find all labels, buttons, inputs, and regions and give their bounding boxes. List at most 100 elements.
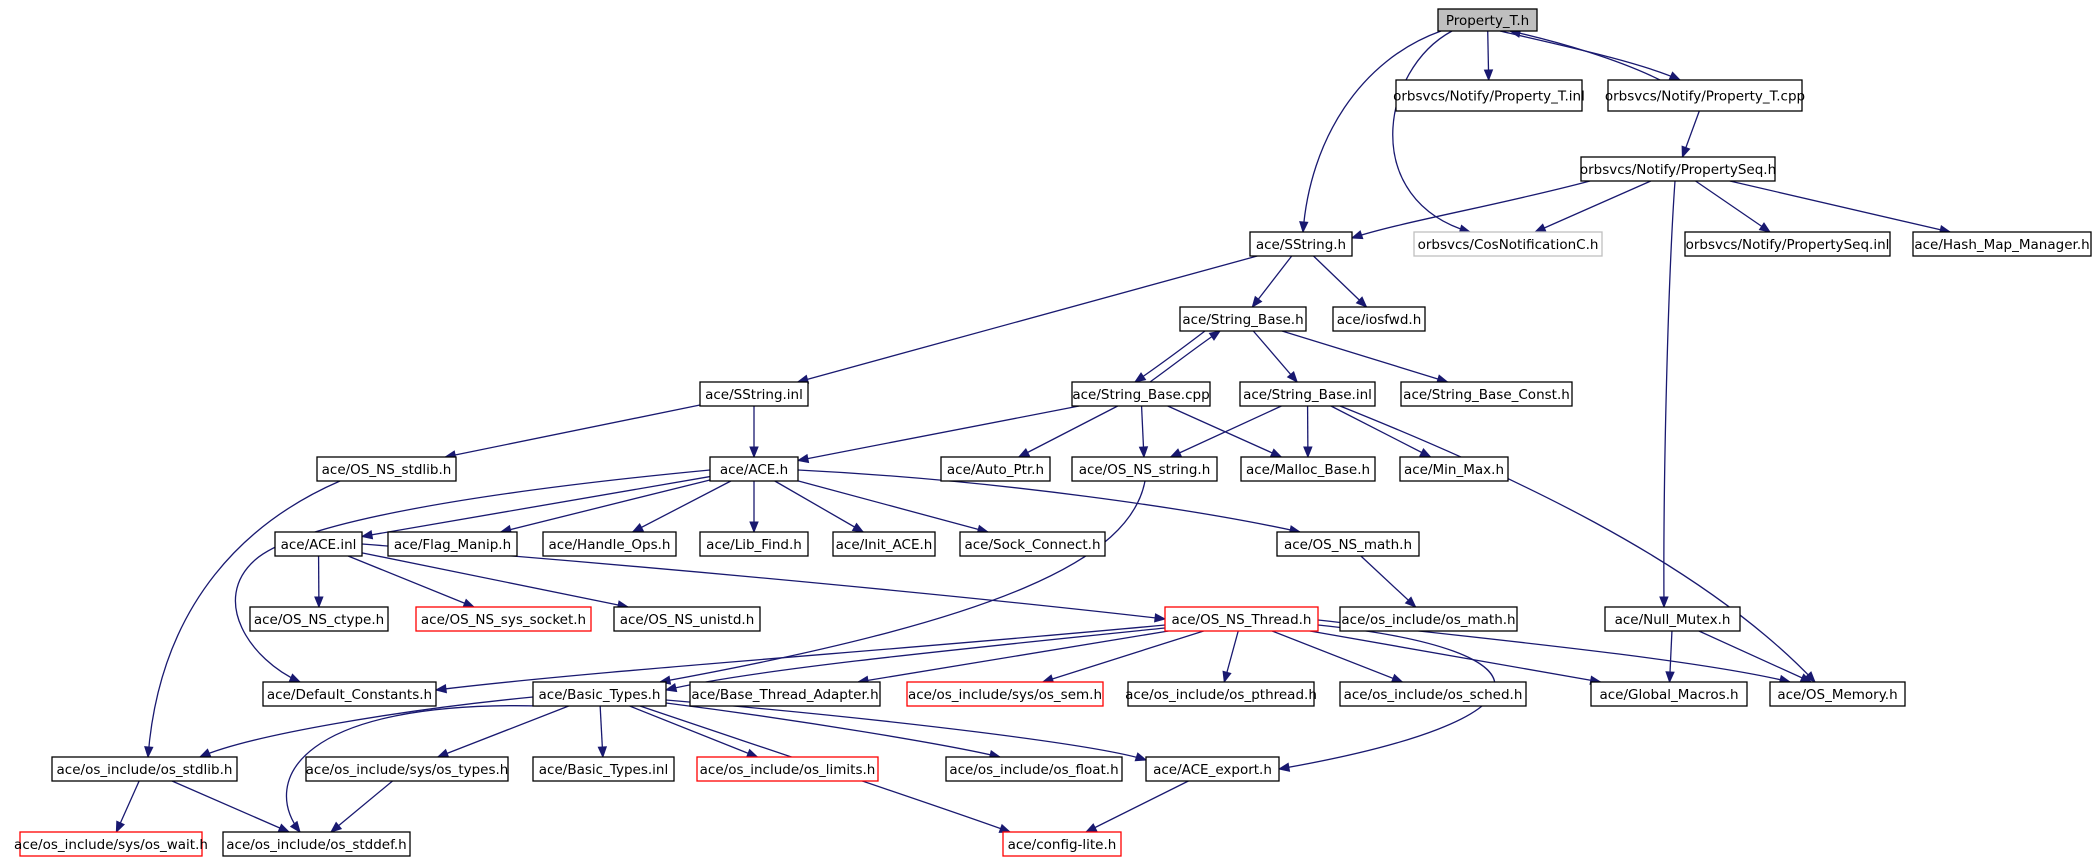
edge-arrowhead	[998, 823, 1012, 833]
edge-arrowhead	[631, 522, 645, 533]
edge-line	[1170, 405, 1282, 458]
node-string-base-cpp[interactable]: ace/String_Base.cpp	[1071, 381, 1211, 407]
edge-line	[665, 702, 1001, 758]
edge-arrowhead	[1419, 447, 1432, 458]
node-label: ace/Basic_Types.inl	[539, 762, 668, 778]
edge-string_base_h-to-string_base_inl	[1252, 330, 1299, 384]
edge-propseq_h-to-propseq_inl	[1695, 180, 1772, 233]
node-os-sem[interactable]: ace/os_include/sys/os_sem.h	[906, 681, 1104, 707]
node-flag-manip[interactable]: ace/Flag_Manip.h	[387, 531, 518, 557]
node-os-sched[interactable]: ace/os_include/os_sched.h	[1339, 681, 1527, 707]
edge-line	[797, 405, 1080, 462]
node-hashmap[interactable]: ace/Hash_Map_Manager.h	[1912, 231, 2092, 257]
node-prop-cpp[interactable]: orbsvcs/Notify/Property_T.cpp	[1605, 79, 1805, 112]
node-label: ace/config-lite.h	[1008, 837, 1117, 853]
edge-line	[1085, 780, 1189, 833]
node-string-base-h[interactable]: ace/String_Base.h	[1179, 306, 1307, 332]
node-os-ns-sys-socket[interactable]: ace/OS_NS_sys_socket.h	[415, 606, 592, 632]
edge-line	[347, 555, 475, 608]
node-basic-types-inl[interactable]: ace/Basic_Types.inl	[532, 756, 675, 782]
node-os-math[interactable]: ace/os_include/os_math.h	[1339, 606, 1518, 632]
node-lib-find[interactable]: ace/Lib_Find.h	[699, 531, 809, 557]
edge-line	[1042, 630, 1204, 683]
node-os-float[interactable]: ace/os_include/os_float.h	[945, 756, 1123, 782]
node-os-ns-unistd[interactable]: ace/OS_NS_unistd.h	[613, 606, 761, 632]
node-label: ace/Basic_Types.h	[539, 687, 661, 703]
node-label: ace/OS_NS_unistd.h	[620, 612, 755, 628]
node-basic-types-h[interactable]: ace/Basic_Types.h	[532, 681, 667, 707]
edge-line	[285, 705, 541, 833]
node-sock-connect[interactable]: ace/Sock_Connect.h	[959, 531, 1106, 557]
node-os-stdlib[interactable]: ace/os_include/os_stdlib.h	[51, 756, 238, 782]
node-box	[1912, 231, 2092, 257]
node-os-pthread[interactable]: ace/os_include/os_pthread.h	[1125, 681, 1317, 707]
edge-propseq_h-to-cosnotif	[1533, 180, 1652, 233]
node-os-types[interactable]: ace/os_include/sys/os_types.h	[305, 756, 509, 782]
node-label: ace/OS_NS_Thread.h	[1172, 612, 1312, 628]
edge-arrowhead	[1222, 670, 1232, 684]
edge-line	[665, 699, 1147, 761]
edge-string_base_inl-to-malloc_base	[1303, 405, 1313, 459]
node-null-mutex[interactable]: ace/Null_Mutex.h	[1604, 606, 1741, 632]
edge-arrowhead	[115, 820, 125, 834]
node-os-ns-thread[interactable]: ace/OS_NS_Thread.h	[1164, 606, 1319, 632]
node-auto-ptr[interactable]: ace/Auto_Ptr.h	[940, 456, 1051, 482]
node-min-max[interactable]: ace/Min_Max.h	[1399, 456, 1509, 482]
node-sstring-inl[interactable]: ace/SString.inl	[699, 381, 809, 407]
node-os-ns-stdlib[interactable]: ace/OS_NS_stdlib.h	[316, 456, 457, 482]
edge-line	[1360, 555, 1417, 608]
node-label: ace/os_include/sys/os_types.h	[306, 762, 509, 778]
edge-os_ns_stdlib-to-os_stdlib	[144, 480, 341, 759]
edge-arrowhead	[1668, 71, 1682, 81]
node-propseq-inl[interactable]: orbsvcs/Notify/PropertySeq.inl	[1684, 231, 1891, 257]
node-config-lite[interactable]: ace/config-lite.h	[1002, 831, 1122, 857]
node-string-base-inl[interactable]: ace/String_Base.inl	[1239, 381, 1376, 407]
node-os-limits[interactable]: ace/os_include/os_limits.h	[696, 756, 879, 782]
node-init-ace[interactable]: ace/Init_ACE.h	[832, 531, 936, 557]
edges-layer	[115, 28, 1952, 834]
node-box	[1607, 79, 1803, 112]
edge-arrowhead	[1659, 596, 1669, 609]
node-sstring-h[interactable]: ace/SString.h	[1249, 231, 1353, 257]
edge-prop_cpp-to-propseq_h	[1681, 110, 1700, 159]
edge-arrowhead	[1758, 222, 1772, 233]
node-malloc-base[interactable]: ace/Malloc_Base.h	[1240, 456, 1376, 482]
node-label: orbsvcs/Notify/Property_T.cpp	[1605, 89, 1805, 105]
node-base-thread-adapter[interactable]: ace/Base_Thread_Adapter.h	[689, 681, 881, 707]
edge-string_base_cpp-to-ace_h	[796, 405, 1080, 464]
node-os-wait[interactable]: ace/os_include/sys/os_wait.h	[14, 831, 208, 857]
edge-arrowhead	[1533, 223, 1547, 233]
node-box	[1590, 681, 1748, 707]
node-ace-inl[interactable]: ace/ACE.inl	[274, 531, 363, 557]
node-label: ace/OS_NS_sys_socket.h	[421, 612, 586, 628]
node-os-memory[interactable]: ace/OS_Memory.h	[1769, 681, 1906, 707]
node-label: ace/Global_Macros.h	[1599, 687, 1738, 703]
node-label: ace/Default_Constants.h	[267, 687, 432, 703]
node-handle-ops[interactable]: ace/Handle_Ops.h	[542, 531, 677, 557]
node-propseq-h[interactable]: orbsvcs/Notify/PropertySeq.h	[1580, 156, 1776, 182]
node-iosfwd[interactable]: ace/iosfwd.h	[1332, 306, 1426, 332]
node-os-ns-math[interactable]: ace/OS_NS_math.h	[1276, 531, 1420, 557]
node-box	[1332, 306, 1426, 332]
edge-arrowhead	[1208, 330, 1222, 341]
node-ace-h[interactable]: ace/ACE.h	[709, 456, 799, 482]
node-prop-inl[interactable]: orbsvcs/Notify/Property_T.inl	[1393, 79, 1585, 112]
node-string-base-const[interactable]: ace/String_Base_Const.h	[1400, 381, 1573, 407]
edge-arrowhead	[1277, 762, 1291, 772]
node-os-ns-string[interactable]: ace/OS_NS_string.h	[1071, 456, 1218, 482]
node-box	[959, 531, 1106, 557]
node-box	[1239, 381, 1376, 407]
node-os-stddef[interactable]: ace/os_include/os_stddef.h	[222, 831, 411, 857]
edge-arrowhead	[1804, 671, 1816, 683]
edge-line	[435, 624, 1166, 691]
node-os-ns-ctype[interactable]: ace/OS_NS_ctype.h	[249, 606, 389, 632]
node-default-constants[interactable]: ace/Default_Constants.h	[262, 681, 437, 707]
node-ace-export[interactable]: ace/ACE_export.h	[1145, 756, 1280, 782]
edge-os_stdlib-to-os_wait	[115, 780, 140, 834]
node-cosnotif[interactable]: orbsvcs/CosNotificationC.h	[1413, 231, 1603, 257]
edge-arrowhead	[1390, 673, 1404, 683]
node-label: ace/os_include/os_stdlib.h	[57, 762, 233, 778]
node-global-macros[interactable]: ace/Global_Macros.h	[1590, 681, 1748, 707]
edge-os_stdlib-to-os_stddef	[171, 780, 291, 833]
node-property-t-h: Property_T.h	[1437, 8, 1538, 32]
